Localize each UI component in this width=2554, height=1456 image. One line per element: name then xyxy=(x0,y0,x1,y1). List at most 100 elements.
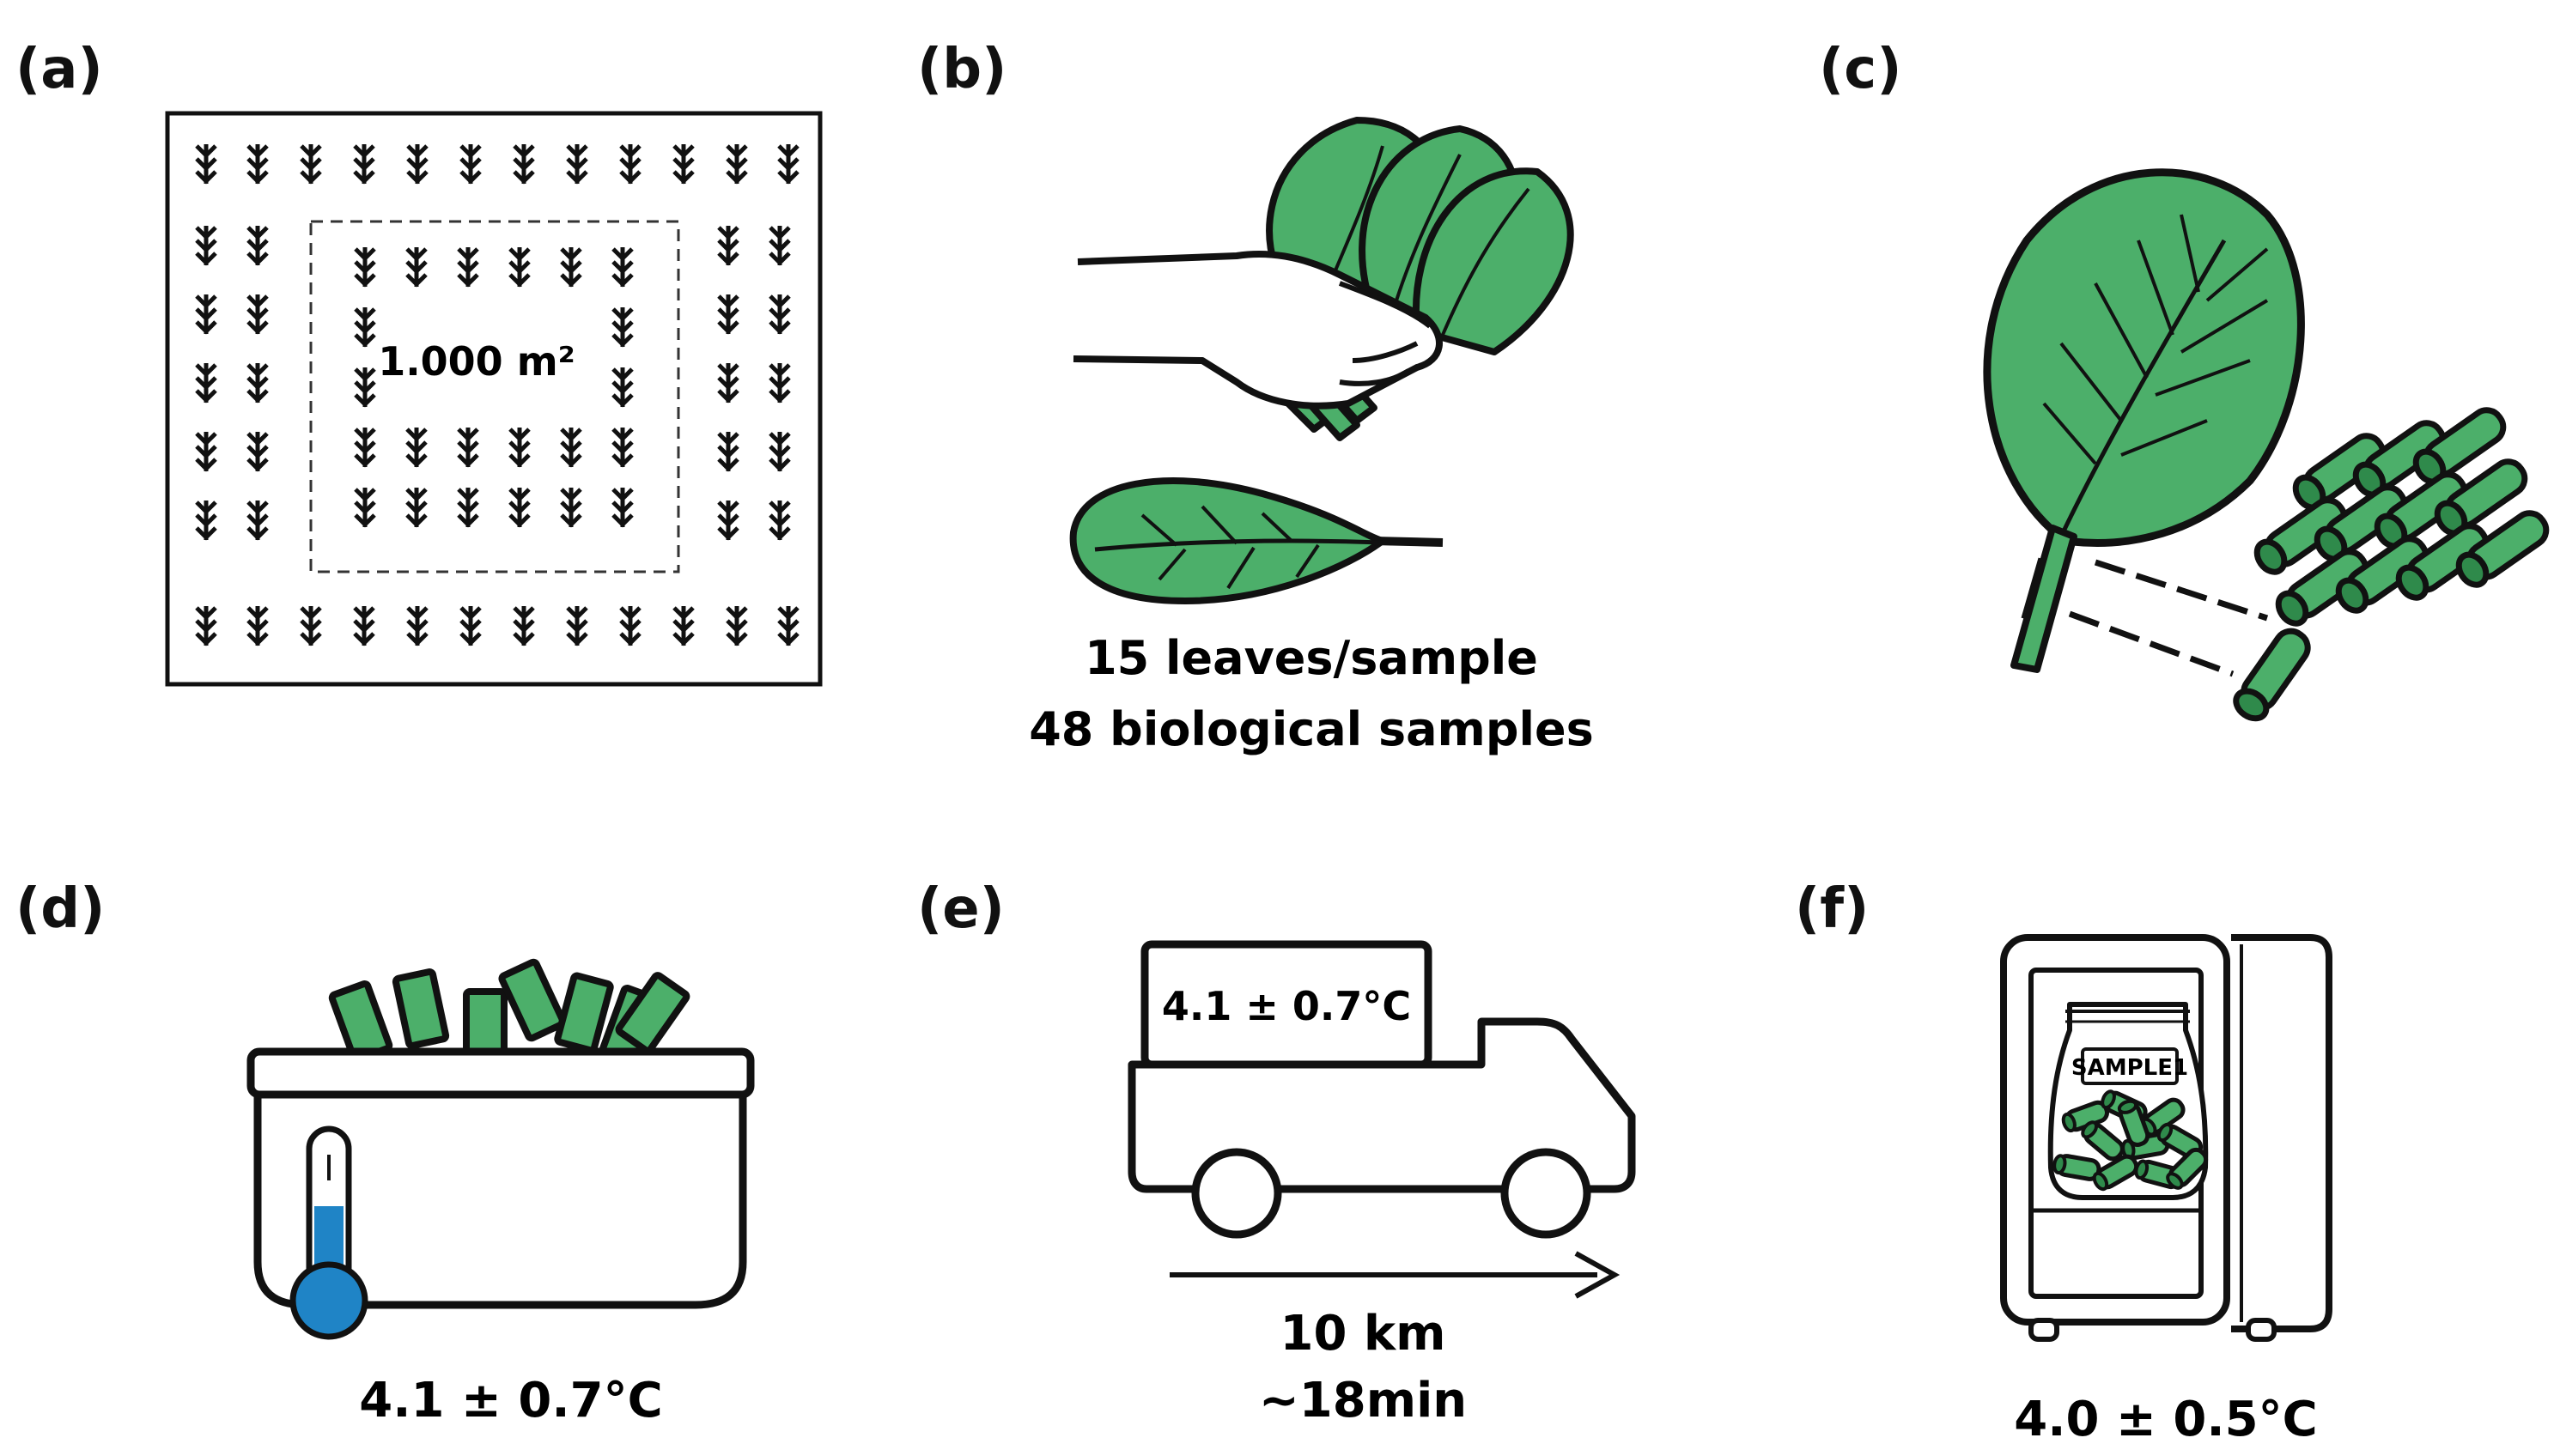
sampling-area-dashed xyxy=(309,220,680,573)
plant-sprout-icon xyxy=(248,144,267,184)
leaf-stem-piece xyxy=(2231,625,2314,724)
plant-sprout-icon xyxy=(461,606,480,646)
panel-c: (c) xyxy=(1819,38,2552,724)
cut-line xyxy=(2094,559,2269,622)
plant-sprout-icon xyxy=(248,226,267,265)
plant-sprout-icon xyxy=(356,307,374,347)
plant-sprout-icon xyxy=(459,488,477,527)
panel-label-b: (b) xyxy=(917,38,1006,101)
plant-sprout-icon xyxy=(248,500,267,540)
plant-sprout-icon xyxy=(613,428,632,467)
plant-sprout-icon xyxy=(356,367,374,407)
plant-sprout-icon xyxy=(197,363,216,403)
plant-sprout-icon xyxy=(459,428,477,467)
plant-sprout-icon xyxy=(779,606,798,646)
plant-sprout-icon xyxy=(770,226,789,265)
plant-sprout-icon xyxy=(514,606,533,646)
plant-sprout-icon xyxy=(197,226,216,265)
plant-sprout-icon xyxy=(407,488,426,527)
plant-sprout-icon xyxy=(355,606,374,646)
plant-sprout-icon xyxy=(562,247,581,287)
plant-sprout-icon xyxy=(719,294,738,334)
plant-sprout-icon xyxy=(248,606,267,646)
plant-sprout-icon xyxy=(408,144,427,184)
plant-sprout-icon xyxy=(770,294,789,334)
panel-label-a: (a) xyxy=(15,38,103,101)
panel-b: (b) 15 leaves/sample 48 biolo xyxy=(917,38,1594,756)
panel-a: (a) 1.000 m² xyxy=(15,38,823,687)
plant-sprout-icon xyxy=(248,432,267,471)
leaf-icon xyxy=(1069,477,1444,604)
plant-sprout-icon xyxy=(356,247,374,287)
plant-sprout-icon xyxy=(613,247,632,287)
plant-sprout-icon xyxy=(461,144,480,184)
panel-label-e: (e) xyxy=(917,877,1005,941)
plant-sprout-icon xyxy=(510,428,529,467)
plant-sprout-icon xyxy=(779,144,798,184)
plant-sprout-icon xyxy=(510,247,529,287)
plant-sprout-icon xyxy=(727,144,746,184)
plant-sprout-icon xyxy=(770,500,789,540)
arrow-right-icon xyxy=(1170,1251,1621,1299)
plant-sprout-icon xyxy=(197,144,798,646)
plant-sprout-icon xyxy=(408,606,427,646)
plant-sprout-icon xyxy=(621,144,640,184)
plant-sprout-icon xyxy=(197,144,216,184)
plant-sprout-icon xyxy=(459,247,477,287)
truck-temperature: 4.1 ± 0.7°C xyxy=(1162,983,1411,1029)
samples-line-1: 15 leaves/sample xyxy=(1085,631,1538,685)
plant-sprout-icon xyxy=(613,488,632,527)
field-border xyxy=(165,111,823,687)
plant-sprout-icon xyxy=(197,606,216,646)
plant-sprout-icon xyxy=(562,488,581,527)
plant-sprout-icon xyxy=(356,488,374,527)
plant-sprout-icon xyxy=(197,432,216,471)
plant-sprout-icon xyxy=(613,367,632,407)
plant-sprout-icon xyxy=(719,226,738,265)
plant-sprout-icon xyxy=(719,500,738,540)
plant-sprout-icon xyxy=(770,363,789,403)
panel-f: (f) SAMPLE1 4.0 ± 0.5°C xyxy=(1795,877,2332,1447)
leaf-stem-pieces-icon xyxy=(2252,404,2552,629)
samples-line-2: 48 biological samples xyxy=(1029,702,1594,756)
plant-sprout-icon xyxy=(674,606,693,646)
plant-sprout-icon xyxy=(514,144,533,184)
sample-label: SAMPLE1 xyxy=(2071,1055,2188,1081)
plant-sprout-icon xyxy=(356,428,374,467)
plant-sprout-icon xyxy=(301,144,320,184)
leaf-stem-piece xyxy=(501,961,564,1039)
plant-sprout-icon xyxy=(407,247,426,287)
plant-sprout-icon xyxy=(562,428,581,467)
cut-line xyxy=(2068,610,2235,677)
panel-label-d: (d) xyxy=(15,877,105,941)
plant-sprout-icon xyxy=(621,606,640,646)
plant-sprout-icon xyxy=(719,432,738,471)
plant-sprout-icon xyxy=(727,606,746,646)
plant-sprout-icon xyxy=(510,488,529,527)
panel-d: (d) 4.1 ± 0.7°C xyxy=(15,877,755,1429)
plant-sprout-icon xyxy=(407,428,426,467)
plant-sprout-icon xyxy=(248,294,267,334)
truck-icon xyxy=(1128,940,1636,1239)
leaf-icon xyxy=(1983,168,2305,673)
hand-holding-leaves-icon xyxy=(1073,117,1574,441)
storage-temperature: 4.0 ± 0.5°C xyxy=(2014,1392,2317,1447)
plant-sprout-icon xyxy=(613,307,632,347)
thermometer-icon xyxy=(289,1125,368,1340)
leaf-stem-piece xyxy=(395,971,447,1046)
panel-e: (e) 4.1 ± 0.7°C 10 km ~18min xyxy=(917,877,1636,1429)
plant-sprout-icon xyxy=(301,606,320,646)
plant-sprout-icon xyxy=(248,363,267,403)
cooler-box-icon xyxy=(246,1047,755,1309)
plant-sprout-icon xyxy=(568,606,587,646)
plant-sprout-icon xyxy=(674,144,693,184)
plant-sprout-icon xyxy=(197,500,216,540)
panel-label-c: (c) xyxy=(1819,38,1901,101)
plant-sprout-icon xyxy=(568,144,587,184)
plant-sprout-icon xyxy=(770,432,789,471)
plant-sprout-icon xyxy=(355,144,374,184)
cooler-temperature: 4.1 ± 0.7°C xyxy=(359,1373,662,1429)
plant-sprout-icon xyxy=(719,363,738,403)
area-label: 1.000 m² xyxy=(378,338,575,385)
